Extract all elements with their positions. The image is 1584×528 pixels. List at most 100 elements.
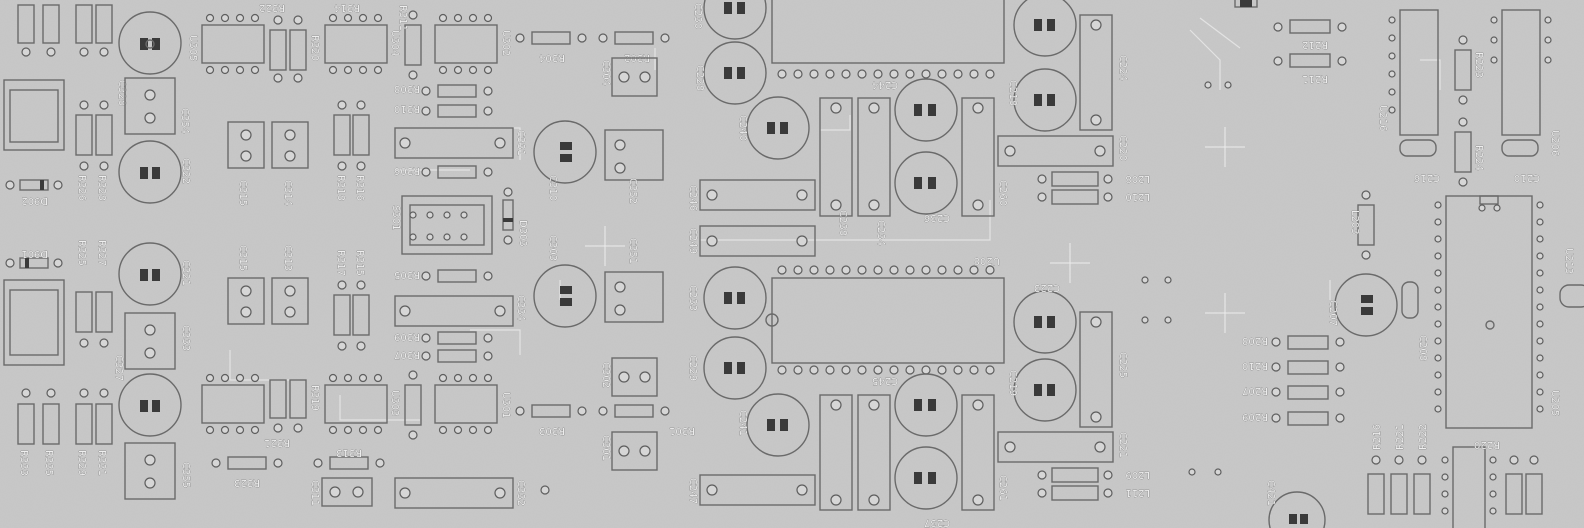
label-r212: R212	[1302, 39, 1328, 50]
label-u205: U205	[1549, 390, 1560, 416]
ic-pin-row	[777, 69, 995, 79]
label-r310: R310	[394, 103, 420, 114]
label-c351: C351	[627, 238, 638, 264]
label-c332: C332	[515, 480, 526, 506]
label-c241: C241	[737, 410, 748, 436]
label-u303: U303	[389, 390, 400, 416]
label-u304: U304	[389, 30, 400, 56]
label-r303: R303	[539, 425, 565, 436]
resistor-body	[95, 4, 113, 44]
label-c315b: C315	[237, 245, 248, 271]
label-c315a: C315	[237, 180, 248, 206]
label-c240: C240	[737, 115, 748, 141]
label-c261: C261	[997, 475, 1008, 501]
label-c249: C249	[687, 228, 698, 254]
label-u216: U216	[1377, 105, 1388, 131]
label-c208: C208	[1417, 335, 1428, 361]
label-c234: C234	[875, 220, 886, 246]
label-c221: C221	[1117, 432, 1128, 458]
label-c333: C333	[180, 325, 191, 351]
label-r308: R308	[394, 83, 420, 94]
ic-pin-row	[1434, 201, 1544, 413]
label-c260: C260	[997, 180, 1008, 206]
label-r210: R210	[1242, 360, 1268, 371]
label-c210: C210	[1514, 172, 1540, 183]
label-r331: R331	[96, 450, 107, 476]
label-r306: R306	[394, 165, 420, 176]
center-section: C230 C228 C244 C240 C238 C234 C236	[687, 0, 1232, 528]
label-r304: R304	[539, 52, 565, 63]
left-section: C328 C354 R326 R328 C322 D902 D901	[3, 4, 191, 500]
label-c207: C207	[1327, 300, 1338, 326]
label-c334: C334	[515, 295, 526, 321]
label-c421: C421	[1265, 480, 1276, 506]
label-c216: C216	[1414, 172, 1440, 183]
resistor-body	[42, 4, 60, 44]
label-c302: C302	[600, 362, 611, 388]
label-c225: C225	[1117, 352, 1128, 378]
label-c303: C303	[547, 235, 558, 261]
label-r319: R319	[309, 385, 320, 411]
label-d901: D901	[21, 248, 48, 259]
label-r316: R316	[354, 175, 365, 201]
label-c313: C313	[282, 245, 293, 271]
label-c311: C311	[309, 480, 320, 506]
label-r314: R314	[334, 2, 360, 13]
label-c238: C238	[837, 210, 848, 236]
label-c247: C247	[687, 478, 698, 504]
label-c246: C246	[687, 185, 698, 211]
label-r209: R209	[1242, 411, 1268, 422]
label-c230: C230	[692, 3, 703, 29]
label-r329: R329	[76, 450, 87, 476]
label-l209: L209	[1125, 469, 1150, 480]
label-c322: C322	[180, 158, 191, 184]
label-c229: C229	[687, 355, 698, 381]
resistor-body	[75, 4, 93, 44]
label-r207: R207	[1242, 385, 1268, 396]
label-r323: R323	[234, 477, 260, 488]
label-r309: R309	[394, 331, 420, 342]
label-c310: C310	[547, 175, 558, 201]
label-r333: R333	[18, 450, 29, 476]
label-r311: R311	[397, 5, 408, 31]
right-section: R212 R211 U216 C216 R223 R224 U206 C210 …	[1234, 0, 1584, 528]
label-r220: R220	[1474, 439, 1500, 450]
label-c245: C245	[872, 375, 898, 386]
label-c233: C233	[687, 285, 698, 311]
label-r317: R317	[335, 250, 346, 276]
label-r328: R328	[96, 175, 107, 201]
label-u305: U305	[187, 35, 198, 61]
label-l210: L210	[1125, 191, 1150, 202]
label-d902: D902	[21, 195, 48, 206]
label-r320: R320	[309, 35, 320, 61]
ic-pin-row	[777, 265, 995, 375]
label-r327: R327	[96, 240, 107, 266]
fiducial-markers	[585, 127, 1245, 333]
label-u213: U213	[1563, 248, 1574, 274]
second-section: U305 R322 R320 C315 C314 C315 C313 R319 …	[187, 2, 321, 489]
fourth-section: R304 R302 C304 C310 C352 C303 C351 C302 …	[515, 31, 695, 495]
label-c328: C328	[116, 80, 127, 106]
label-r322: R322	[259, 2, 285, 13]
label-c354: C354	[179, 108, 190, 134]
label-l211: L211	[1125, 487, 1150, 498]
label-r301: R301	[669, 425, 695, 436]
label-c219: C219	[1007, 370, 1018, 396]
label-c218: C218	[1007, 80, 1018, 106]
label-c304: C304	[600, 60, 611, 86]
label-u302: U302	[500, 30, 511, 56]
label-c352: C352	[627, 178, 638, 204]
label-r326: R326	[76, 175, 87, 201]
label-r221: R221	[1395, 424, 1406, 450]
label-u206: U206	[1549, 130, 1560, 156]
label-r216: R216	[1372, 424, 1383, 450]
label-c228: C228	[694, 65, 705, 91]
label-r222: R222	[1418, 424, 1429, 450]
label-c237: C237	[924, 517, 950, 528]
label-c244: C244	[872, 79, 898, 90]
label-r307: R307	[394, 349, 420, 360]
label-u208: U208	[974, 255, 1000, 266]
